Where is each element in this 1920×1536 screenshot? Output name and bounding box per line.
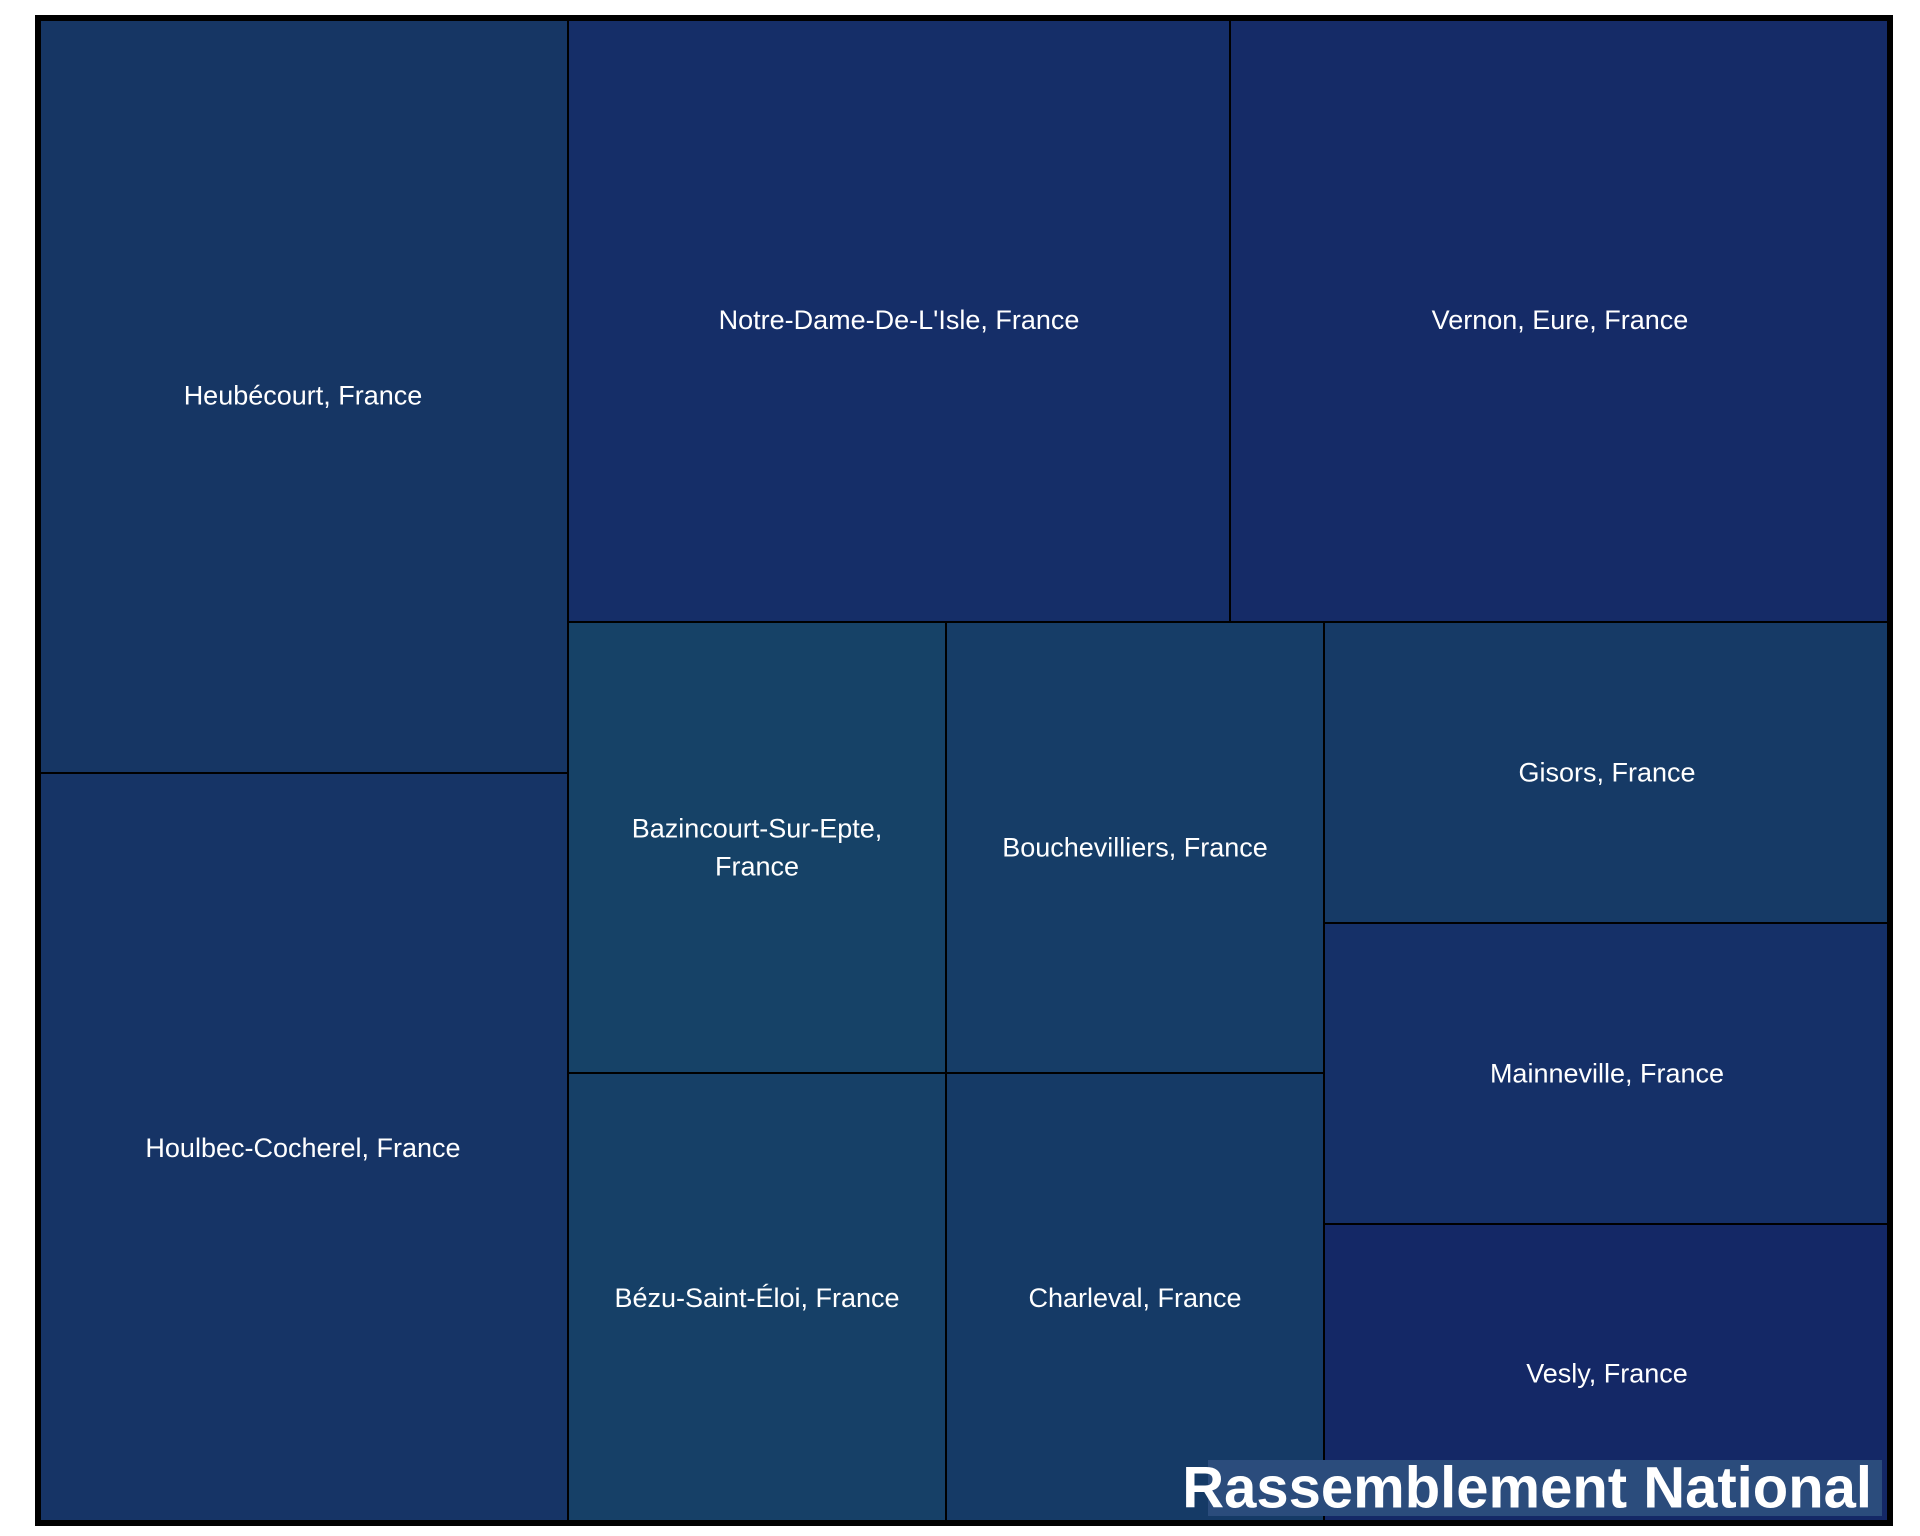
treemap-tile-bazincourt-sur-epte-france[interactable] [567,621,947,1074]
treemap-tile-vernon-eure-france[interactable] [1229,17,1891,623]
treemap-label-notre-dame-de-l-isle-france: Notre-Dame-De-L'Isle, France [719,305,1080,335]
chart-title-background [1208,1460,1882,1516]
treemap-label-bouchevilliers-france: Bouchevilliers, France [1002,833,1268,863]
treemap-label-bezu-saint-eloi-france: Bézu-Saint-Éloi, France [614,1283,899,1313]
treemap-tile-charleval-france[interactable] [945,1072,1325,1524]
treemap-tile-houlbec-cocherel-france[interactable] [37,772,569,1524]
treemap-label-houlbec-cocherel-france: Houlbec-Cocherel, France [145,1133,460,1163]
treemap-label-heubecourt-france: Heubécourt, France [184,381,423,411]
chart-frame [35,15,1893,1526]
treemap-label-vernon-eure-france: Vernon, Eure, France [1432,305,1689,335]
treemap-tile-bouchevilliers-france[interactable] [945,621,1325,1074]
treemap-tile-gisors-france[interactable] [1323,621,1891,924]
treemap-tile-heubecourt-france[interactable] [37,17,569,774]
treemap-label-vesly-france: Vesly, France [1526,1359,1688,1389]
chart-title-group: Rassemblement National [1182,1456,1882,1521]
chart-title: Rassemblement National [1182,1456,1872,1521]
treemap-label-mainneville-france: Mainneville, France [1490,1059,1724,1089]
treemap-tile-bezu-saint-eloi-france[interactable] [567,1072,947,1524]
treemap-label-bazincourt-sur-epte-france: Bazincourt-Sur-Epte,France [632,814,883,882]
treemap-label-charleval-france: Charleval, France [1028,1283,1241,1313]
treemap-label-gisors-france: Gisors, France [1518,758,1695,788]
